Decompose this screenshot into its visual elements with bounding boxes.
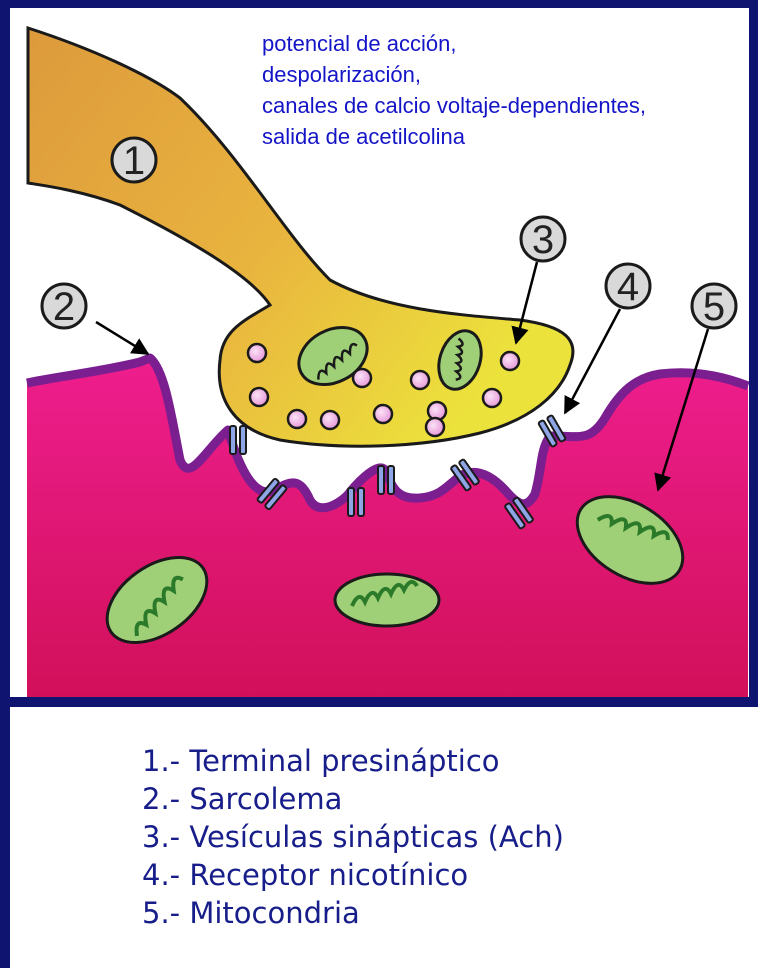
caption-line: canales de calcio voltaje-dependientes, [262,90,646,121]
frame-left-border [0,0,10,968]
caption: potencial de acción, despolarización, ca… [262,28,646,152]
vesicle [288,410,306,428]
vesicle [426,418,444,436]
frame-top-border [0,0,758,8]
marker-4: 4 [606,264,650,309]
vesicle [501,352,519,370]
legend-item: 5.- Mitocondria [142,894,564,932]
svg-text:4: 4 [617,265,639,309]
vesicle [321,411,339,429]
vesicle [374,405,392,423]
vesicle [250,388,268,406]
vesicle [353,369,371,387]
svg-text:5: 5 [703,285,725,329]
caption-line: despolarización, [262,59,646,90]
legend-item: 4.- Receptor nicotínico [142,856,564,894]
caption-line: potencial de acción, [262,28,646,59]
marker-1: 1 [112,138,156,183]
svg-text:1: 1 [123,139,145,183]
marker-5: 5 [692,284,736,329]
vesicle [411,371,429,389]
svg-text:3: 3 [532,218,554,262]
legend: 1.- Terminal presináptico 2.- Sarcolema … [142,742,564,932]
vesicle [483,389,501,407]
arrow-4 [565,309,620,413]
caption-line: salida de acetilcolina [262,121,646,152]
arrow-2 [96,322,148,354]
marker-2: 2 [42,284,86,329]
frame-divider [0,697,758,707]
legend-item: 3.- Vesículas sinápticas (Ach) [142,818,564,856]
legend-item: 1.- Terminal presináptico [142,742,564,780]
svg-text:2: 2 [53,285,75,329]
vesicle [248,344,266,362]
legend-item: 2.- Sarcolema [142,780,564,818]
muscle-mitochondrion-2 [335,574,439,626]
marker-3: 3 [521,217,565,262]
frame-right-border [749,0,758,706]
